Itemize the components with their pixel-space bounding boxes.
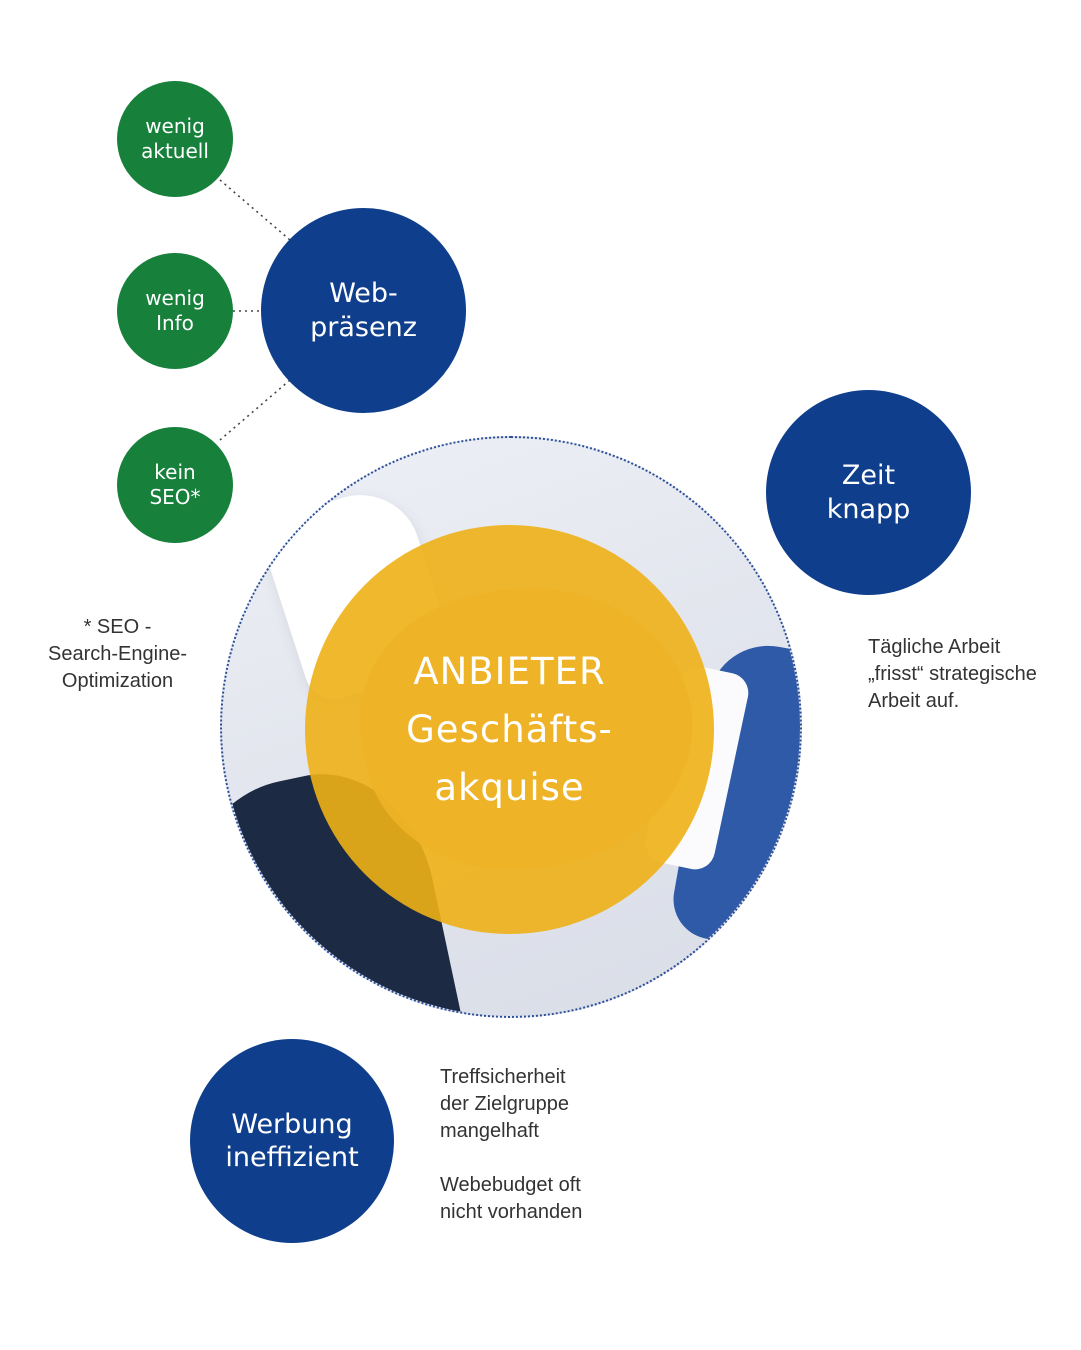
center-line-3: akquise xyxy=(434,765,585,809)
note-zeit-line-3: Arbeit auf. xyxy=(868,690,960,712)
center-node-anbieter: ANBIETER Geschäfts- akquise xyxy=(305,525,714,934)
note-seo-line-1: * SEO - xyxy=(83,616,152,638)
node-werbung-line-1: Werbung xyxy=(231,1109,353,1140)
connector-seo-web xyxy=(219,379,291,441)
note-zeit: Tägliche Arbeit „frisst“ strategische Ar… xyxy=(868,634,1078,715)
node-wenig-aktuell-line-1: wenig xyxy=(145,114,205,138)
note-werbung-line-4: Webebudget oft xyxy=(440,1174,581,1196)
connector-aktuell-web xyxy=(219,179,291,241)
note-seo-line-2: Search-Engine- xyxy=(48,643,187,665)
note-werbung-line-5: nicht vorhanden xyxy=(440,1201,583,1223)
node-zeit-knapp: Zeit knapp xyxy=(766,390,971,595)
node-wenig-aktuell-line-2: aktuell xyxy=(141,139,209,163)
node-werbung-ineffizient: Werbung ineffizient xyxy=(190,1039,394,1243)
node-kein-seo-line-2: SEO* xyxy=(149,485,201,509)
note-zeit-line-2: „frisst“ strategische xyxy=(868,663,1037,685)
node-webpraesenz: Web- präsenz xyxy=(261,208,466,413)
note-werbung-line-3: mangelhaft xyxy=(440,1120,539,1142)
node-zeit-knapp-line-1: Zeit xyxy=(841,459,896,491)
node-werbung-line-2: ineffizient xyxy=(225,1142,359,1173)
node-wenig-info-line-2: Info xyxy=(156,311,194,335)
node-wenig-info-line-1: wenig xyxy=(145,286,205,310)
node-zeit-knapp-line-2: knapp xyxy=(826,493,911,525)
node-wenig-info: wenig Info xyxy=(117,253,233,369)
note-seo-line-3: Optimization xyxy=(61,670,174,692)
note-seo-footnote: * SEO - Search-Engine- Optimization xyxy=(30,614,205,695)
note-werbung: Treffsicherheit der Zielgruppe mangelhaf… xyxy=(440,1064,660,1226)
node-wenig-aktuell: wenig aktuell xyxy=(117,81,233,197)
center-line-1: ANBIETER xyxy=(413,649,606,693)
note-werbung-spacer xyxy=(440,1145,660,1172)
note-werbung-line-2: der Zielgruppe xyxy=(440,1093,569,1115)
node-kein-seo: kein SEO* xyxy=(117,427,233,543)
note-zeit-line-1: Tägliche Arbeit xyxy=(868,636,1001,658)
node-webpraesenz-line-1: Web- xyxy=(329,277,398,309)
note-werbung-line-1: Treffsicherheit xyxy=(440,1066,566,1088)
node-kein-seo-line-1: kein xyxy=(154,460,196,484)
node-webpraesenz-line-2: präsenz xyxy=(310,311,417,343)
center-line-2: Geschäfts- xyxy=(406,707,613,751)
